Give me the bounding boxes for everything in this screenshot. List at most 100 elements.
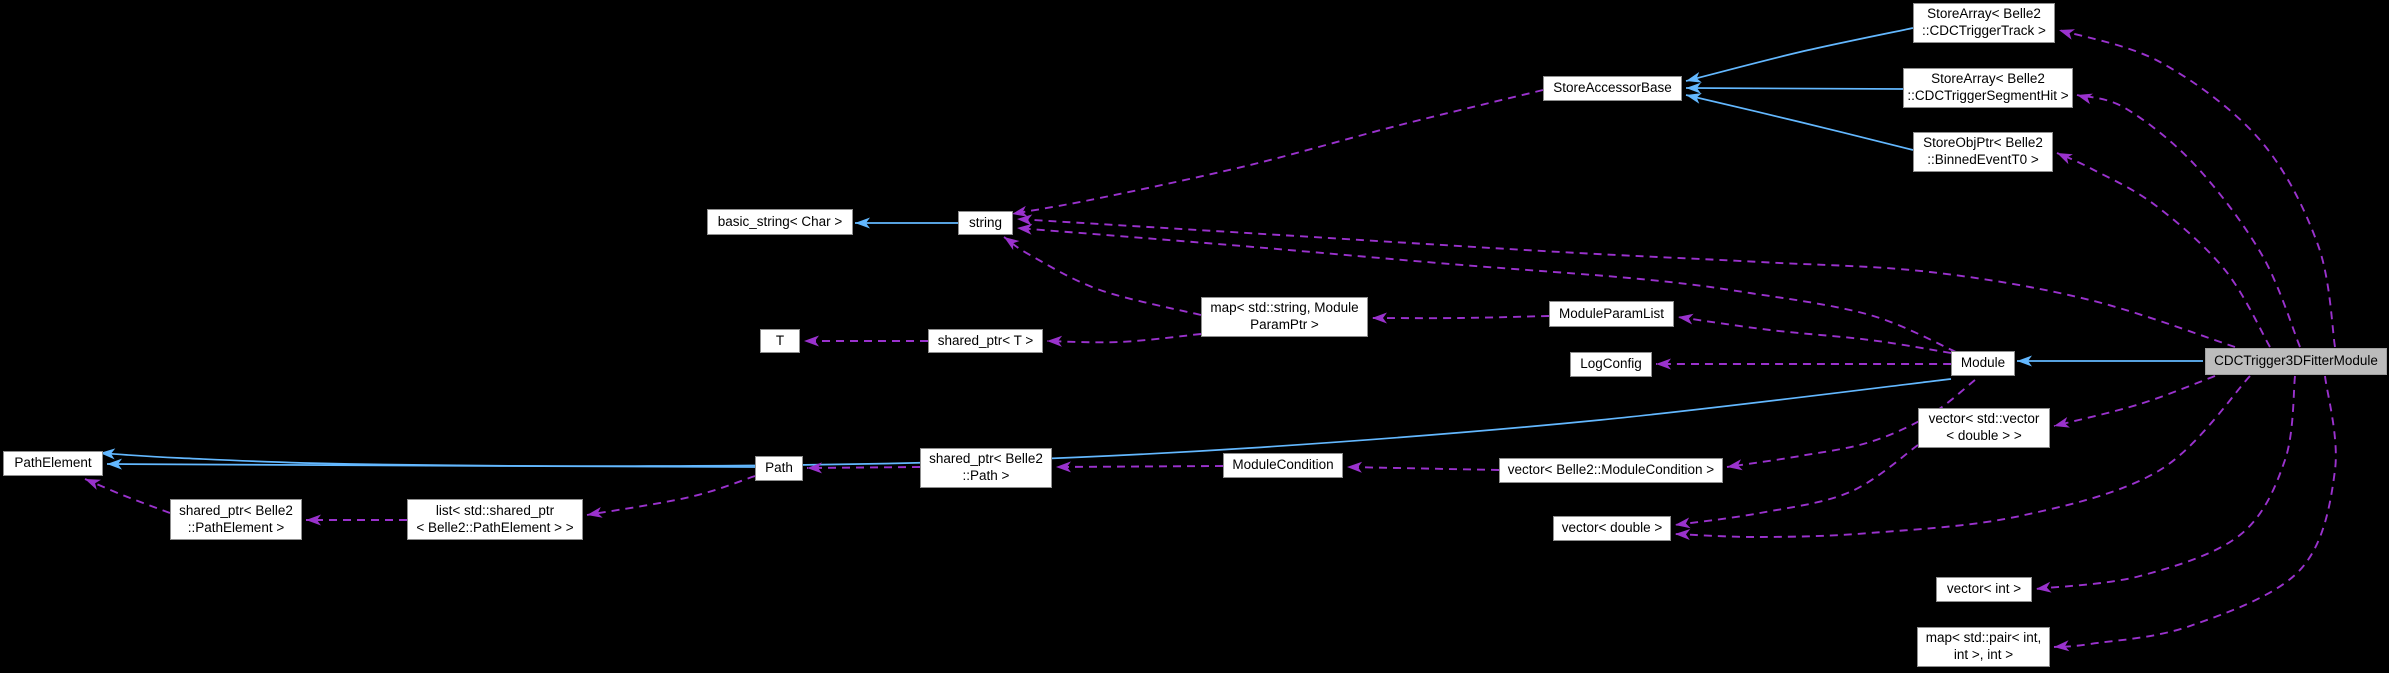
class-node-label: vector< double > (1561, 520, 1663, 536)
class-node-label: ::PathElement > (187, 519, 285, 535)
class-node-label: basic_string< Char > (717, 213, 843, 229)
store-array-segmenthit-node[interactable]: StoreArray< Belle2::CDCTriggerSegmentHit… (1903, 68, 2073, 108)
cdc-trigger-3d-fitter-module-node[interactable]: CDCTrigger3DFitterModule (2205, 348, 2387, 375)
edge-vector-module-condition-to-module-condition-arrowhead (1347, 461, 1363, 473)
edge-cdc-trigger-3d-fitter-module-to-store-array-track-arrowhead (2059, 29, 2075, 40)
class-node-label: ModuleCondition (1232, 457, 1334, 473)
edge-cdc-trigger-3d-fitter-module-to-map-pair-int-int (2053, 375, 2337, 648)
store-array-track-node[interactable]: StoreArray< Belle2::CDCTriggerTrack > (1913, 3, 2055, 43)
class-node-label: ::CDCTriggerSegmentHit > (1907, 88, 2069, 103)
edge-vector-module-condition-to-module-condition (1346, 466, 1500, 471)
class-node-label: < Belle2::PathElement > > (416, 519, 574, 535)
edge-store-objptr-binnedeventt0-to-store-accessor-base-arrowhead (1686, 93, 1702, 104)
t-node[interactable]: T (760, 329, 800, 353)
store-accessor-base-node[interactable]: StoreAccessorBase (1543, 76, 1682, 101)
edge-module-condition-to-shared-ptr-path-arrowhead (1056, 461, 1071, 473)
edge-map-string-moduleparamptr-to-shared-ptr-t-arrowhead (1047, 335, 1063, 347)
edge-cdc-trigger-3d-fitter-module-to-store-objptr-binnedeventt0 (2056, 152, 2271, 348)
edge-cdc-trigger-3d-fitter-module-to-vector-vector-double (2053, 375, 2216, 427)
edge-shared-ptr-path-element-to-path-element-arrowhead (85, 479, 101, 490)
class-node-label: shared_ptr< T > (937, 332, 1034, 348)
class-node-label: ModuleParamList (1558, 305, 1665, 321)
edge-cdc-trigger-3d-fitter-module-to-module-arrowhead (2017, 355, 2032, 367)
edge-cdc-trigger-3d-fitter-module-to-string (1016, 218, 2236, 348)
edge-vector-vector-double-to-vector-double (1674, 444, 1919, 526)
edge-module-param-list-to-map-string-moduleparamptr-arrowhead (1372, 312, 1387, 324)
class-node-label: T (775, 332, 785, 348)
shared-ptr-t-node[interactable]: shared_ptr< T > (928, 329, 1043, 353)
class-node-label: ::CDCTriggerTrack > (1922, 23, 2046, 38)
edge-cdc-trigger-3d-fitter-module-to-store-objptr-binnedeventt0-arrowhead (2057, 153, 2073, 165)
edge-store-objptr-binnedeventt0-to-store-accessor-base (1685, 94, 1914, 151)
list-shared-ptr-pathelement-node[interactable]: list< std::shared_ptr< Belle2::PathEleme… (407, 499, 583, 540)
edge-store-array-segmenthit-to-store-accessor-base-arrowhead (1686, 82, 1701, 94)
store-objptr-binnedeventt0-node[interactable]: StoreObjPtr< Belle2::BinnedEventT0 > (1913, 132, 2053, 172)
edge-cdc-trigger-3d-fitter-module-to-vector-double-arrowhead (1675, 529, 1691, 540)
path-node[interactable]: Path (755, 456, 803, 481)
class-node-label: vector< int > (1946, 581, 2022, 597)
edge-cdc-trigger-3d-fitter-module-to-store-array-track (2058, 29, 2336, 348)
edge-store-accessor-base-to-string-arrowhead (1012, 205, 1028, 217)
edge-shared-ptr-path-to-path-arrowhead (807, 462, 822, 474)
class-node-label: ParamPtr > (1250, 317, 1319, 332)
class-node-label: CDCTrigger3DFitterModule (2214, 353, 2378, 369)
class-node-label: LogConfig (1580, 356, 1642, 372)
module-node[interactable]: Module (1951, 351, 2015, 376)
class-node-label: StoreArray< Belle2 (1931, 71, 2045, 87)
edge-map-string-moduleparamptr-to-string-arrowhead (1004, 237, 1020, 251)
class-node-label: map< std::string, Module (1210, 300, 1359, 316)
class-node-label: vector< Belle2::ModuleCondition > (1507, 462, 1715, 478)
vector-vector-double-node[interactable]: vector< std::vector< double > > (1918, 408, 2050, 448)
class-node-label: StoreArray< Belle2 (1927, 6, 2041, 22)
shared-ptr-path-node[interactable]: shared_ptr< Belle2::Path > (920, 448, 1052, 488)
shared-ptr-path-element-node[interactable]: shared_ptr< Belle2::PathElement > (170, 499, 302, 540)
class-node-label: ::BinnedEventT0 > (1927, 152, 2039, 167)
edge-module-to-vector-module-condition (1726, 379, 1976, 468)
edge-map-string-moduleparamptr-to-shared-ptr-t (1046, 333, 1202, 344)
class-node-label: int >, int > (1953, 647, 2014, 662)
edge-module-param-list-to-map-string-moduleparamptr (1371, 315, 1550, 320)
edge-module-condition-to-shared-ptr-path (1055, 465, 1224, 468)
class-node-label: Path (765, 460, 793, 476)
class-node-label: vector< std::vector (1928, 411, 2040, 427)
log-config-node[interactable]: LogConfig (1570, 352, 1652, 377)
map-pair-int-int-node[interactable]: map< std::pair< int,int >, int > (1917, 627, 2050, 667)
edge-string-to-basic-string-arrowhead (855, 217, 870, 229)
edge-path-to-list-shared-ptr-pathelement-arrowhead (587, 507, 603, 518)
edge-path-to-path-element (106, 463, 756, 468)
class-node-label: list< std::shared_ptr (435, 502, 555, 518)
edge-cdc-trigger-3d-fitter-module-to-vector-int-arrowhead (2036, 581, 2052, 593)
vector-double-node[interactable]: vector< double > (1553, 516, 1671, 541)
edge-module-to-path-element-arrowhead (100, 448, 116, 460)
edge-store-accessor-base-to-string (1011, 89, 1544, 215)
class-node-label: ::Path > (962, 468, 1010, 483)
class-node-label: StoreAccessorBase (1553, 80, 1672, 96)
edge-cdc-trigger-3d-fitter-module-to-map-pair-int-int-arrowhead (2054, 640, 2070, 652)
module-param-list-node[interactable]: ModuleParamList (1549, 301, 1674, 327)
edge-cdc-trigger-3d-fitter-module-to-string-arrowhead (1017, 214, 1033, 226)
edge-store-array-segmenthit-to-store-accessor-base (1685, 87, 1904, 90)
edge-cdc-trigger-3d-fitter-module-to-vector-vector-double-arrowhead (2054, 417, 2070, 428)
class-node-label: StoreObjPtr< Belle2 (1923, 135, 2043, 151)
class-node-label: Module (1960, 355, 2006, 371)
edge-path-to-path-element-arrowhead (107, 458, 122, 470)
basic-string-node[interactable]: basic_string< Char > (707, 209, 853, 235)
vector-int-node[interactable]: vector< int > (1936, 577, 2032, 602)
class-node-label: shared_ptr< Belle2 (929, 451, 1043, 467)
edge-vector-vector-double-to-vector-double-arrowhead (1675, 517, 1691, 529)
edge-module-to-vector-module-condition-arrowhead (1727, 459, 1743, 471)
edge-shared-ptr-path-to-path (806, 466, 921, 469)
string-node[interactable]: string (958, 211, 1013, 235)
class-node-label: string (968, 214, 1002, 230)
edge-store-array-track-to-store-accessor-base-arrowhead (1686, 72, 1702, 83)
edge-path-to-list-shared-ptr-pathelement (586, 475, 756, 516)
module-condition-node[interactable]: ModuleCondition (1223, 453, 1343, 478)
path-element-node[interactable]: PathElement (3, 451, 103, 476)
class-node-label: < double > > (1946, 428, 2022, 443)
vector-module-condition-node[interactable]: vector< Belle2::ModuleCondition > (1499, 458, 1723, 483)
edge-cdc-trigger-3d-fitter-module-to-vector-double (1674, 375, 2251, 538)
edge-list-shared-ptr-pathelement-to-shared-ptr-path-element-arrowhead (306, 514, 321, 526)
class-node-label: shared_ptr< Belle2 (179, 502, 293, 518)
